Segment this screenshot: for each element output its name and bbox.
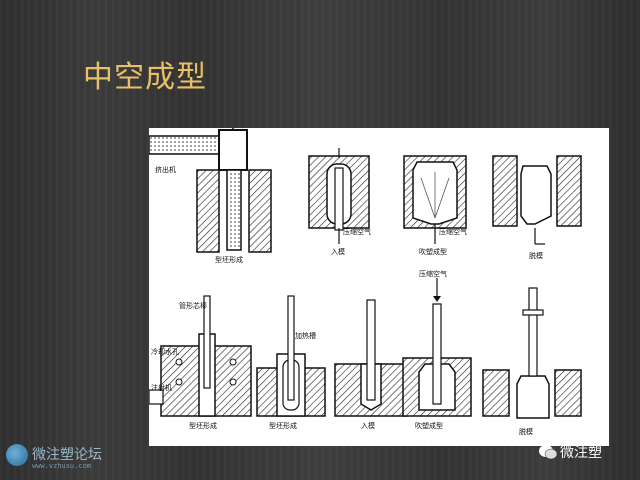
slide-title: 中空成型 [83,60,207,95]
caption-bottom-stage3: 入模 [361,421,375,430]
wechat-icon [539,445,558,460]
bottom-stage-demold: 脱模 [482,287,582,436]
label-top-stage2-air: 压缩空气 [343,227,371,236]
caption-top-stage2: 入模 [331,247,345,256]
label-cooling-hole: 冷却水孔 [151,347,179,356]
top-stage-demold: 脱模 [492,155,582,260]
caption-top-stage4: 脱模 [529,251,543,260]
watermark-forum-url: www.vzhusu.com [32,462,92,470]
extruder-barrel [149,135,225,155]
bottom-stage-blow-molding: 压缩空气 吹塑成型 [402,269,472,430]
watermark-forum: 微注塑论坛 www.vzhusu.com [6,442,126,472]
bottom-stage-parison-formation: 管形芯棒 冷却水孔 注射机 型坯形成 [149,295,252,430]
top-stage-enter-mold: 压缩空气 入模 [308,148,371,256]
caption-bottom-stage2: 型坯形成 [269,421,297,430]
caption-top-stage1: 型坯形成 [215,255,243,264]
caption-bottom-stage1: 型坯形成 [189,421,217,430]
label-injector: 注射机 [151,383,172,392]
caption-top-stage3: 吹塑成型 [419,247,447,256]
mold-half-right [248,169,272,253]
watermark-forum-name: 微注塑论坛 [32,447,102,463]
caption-bottom-stage5: 脱模 [519,427,533,436]
forum-logo-icon [6,444,28,466]
watermark-wechat-name: 微注塑 [560,445,602,461]
bottom-stage-enter-mold: 入模 [334,299,408,430]
label-top-stage3-air: 压缩空气 [439,227,467,236]
mold-half-left [196,169,220,253]
extruder-head [218,129,248,171]
bottom-stage-heating: 加热槽 型坯形成 [256,295,326,430]
label-core-rod: 管形芯棒 [179,301,207,310]
top-stage-parison-formation: 挤出机 型坯形成 [149,128,272,264]
top-stage-blow-molding: 压缩空气 吹塑成型 [403,155,467,256]
caption-bottom-stage4: 吹塑成型 [415,421,443,430]
label-extruder: 挤出机 [155,165,176,174]
label-bottom-air: 压缩空气 [419,269,447,278]
parison [226,169,242,251]
blow-molding-diagram: 挤出机 型坯形成 压缩空气 入模 压缩空气 吹塑成型 脱模 [149,128,609,446]
label-heater: 加热槽 [295,331,316,340]
